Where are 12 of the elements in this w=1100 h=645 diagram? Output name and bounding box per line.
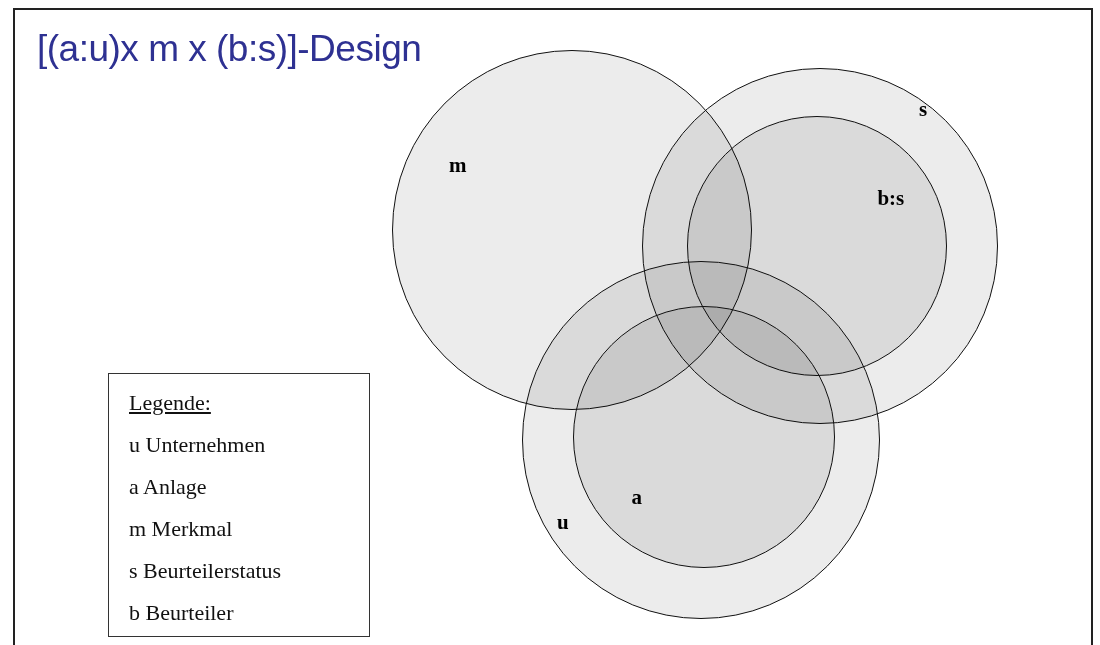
legend-item: b Beurteiler bbox=[129, 602, 234, 624]
legend-item: m Merkmal bbox=[129, 518, 233, 540]
legend-item: u Unternehmen bbox=[129, 434, 266, 456]
circle-label: u bbox=[557, 514, 569, 532]
title: [(a:u)x m x (b:s)]-Design bbox=[37, 28, 422, 70]
circle-label: s bbox=[919, 101, 928, 119]
legend-title: Legende: bbox=[129, 392, 211, 414]
circle-label: m bbox=[449, 157, 467, 175]
legend-item: a Anlage bbox=[129, 476, 207, 498]
circle-label: a bbox=[631, 489, 642, 508]
circle-label: b:s bbox=[877, 190, 905, 209]
legend-item: s Beurteilerstatus bbox=[129, 560, 282, 582]
